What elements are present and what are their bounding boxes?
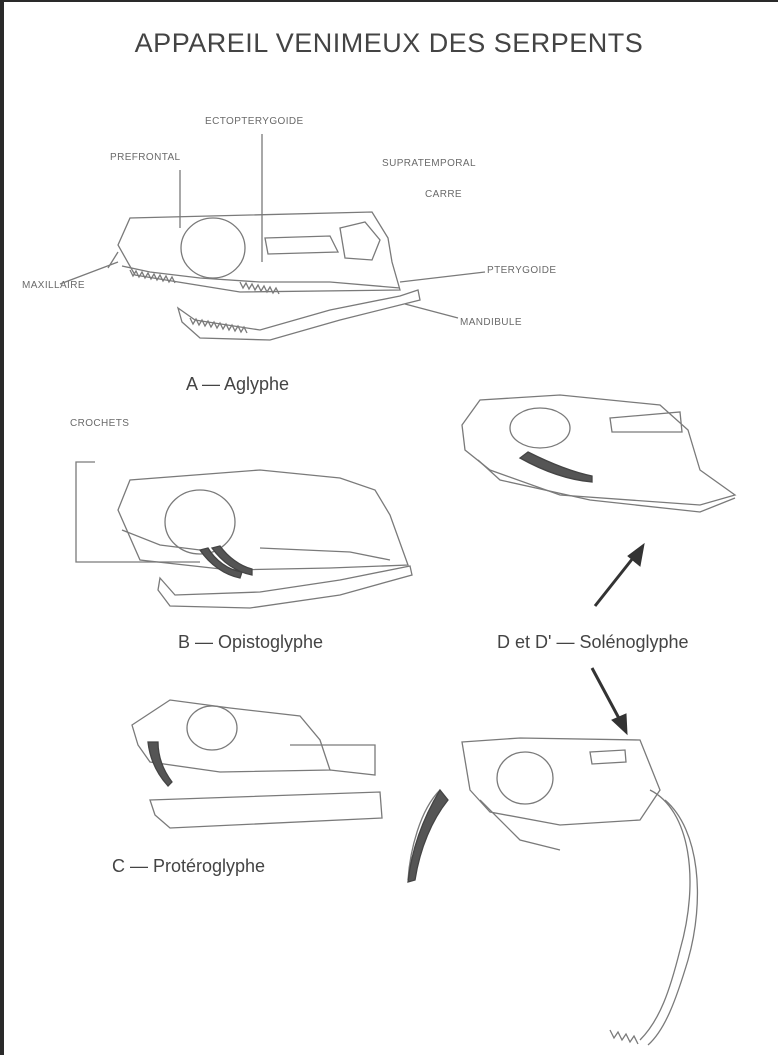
skull-a-aglyphe [60,134,485,340]
skull-c-proteroglyphe [132,700,382,828]
skull-d-solenoglyphe-closed [462,395,735,512]
arrow-down [592,668,627,734]
arrow-up [595,544,644,606]
skull-b-opistoglyphe [76,462,412,608]
skull-d-prime-solenoglyphe-open [408,738,697,1045]
